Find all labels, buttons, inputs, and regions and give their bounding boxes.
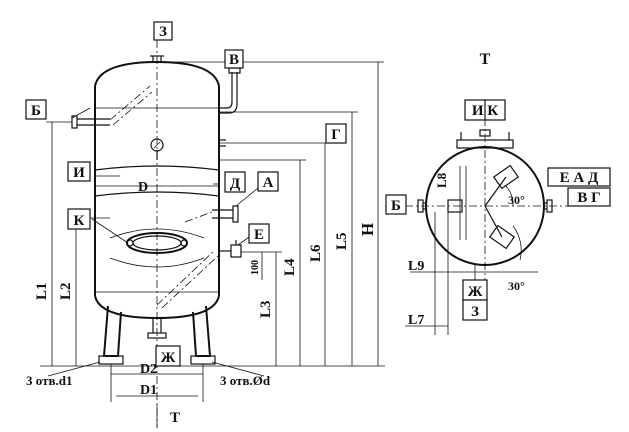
label-zh: Ж <box>161 350 176 366</box>
label-b2-box <box>385 194 407 215</box>
label-vg-box <box>567 187 611 207</box>
holes-right: 3 отв.Ød <box>220 373 271 388</box>
nozzle-a <box>184 205 239 223</box>
label-ead-box <box>547 167 611 187</box>
label-e: Е <box>254 227 264 243</box>
holes-left: 3 отв.d1 <box>26 373 72 388</box>
label-ik: И К <box>472 103 498 119</box>
dim-d1: D1 <box>140 383 157 398</box>
dimension-lines <box>46 29 384 428</box>
dim-l9: L9 <box>408 259 424 274</box>
section-t-title: Т <box>480 51 491 68</box>
label-b2: Б <box>391 198 401 214</box>
dim-l6: L6 <box>308 244 324 262</box>
pressure-gauge-icon <box>150 138 164 160</box>
label-k-box <box>67 208 91 230</box>
dim-l4: L4 <box>282 258 298 276</box>
label-d-box <box>224 171 246 193</box>
label-a-box <box>257 171 279 192</box>
label-v-box <box>224 49 244 69</box>
nozzle-z <box>150 55 164 62</box>
label-g-box <box>325 123 347 144</box>
label-b: Б <box>31 103 41 119</box>
nozzle-e <box>156 240 242 309</box>
nozzle-zh <box>147 318 167 339</box>
label-z: З <box>159 24 167 40</box>
angle-1: 30° <box>508 193 525 207</box>
dim-h: H <box>358 223 377 236</box>
label-e-box <box>248 223 270 244</box>
top-view <box>405 118 568 335</box>
label-vg: В Г <box>577 190 600 206</box>
label-i: И <box>73 165 85 181</box>
label-zh2: Ж <box>468 284 483 300</box>
label-k: К <box>74 213 85 229</box>
dim-l2: L2 <box>58 282 74 300</box>
dim-l5: L5 <box>334 232 350 250</box>
dim-d2: D2 <box>140 362 157 377</box>
label-a: А <box>263 175 274 191</box>
nozzle-v <box>219 67 241 114</box>
label-b-box <box>25 99 47 120</box>
label-zh-box <box>155 345 181 367</box>
dim-l8: L8 <box>434 172 449 188</box>
manhole <box>126 232 188 254</box>
label-z2-box <box>462 299 488 321</box>
angle-2: 30° <box>508 279 525 293</box>
dim-l3: L3 <box>258 300 274 318</box>
dim-d: D <box>138 180 148 195</box>
dim-100: 100 <box>250 260 261 275</box>
label-d-top: Д <box>230 176 241 192</box>
label-z-box <box>153 21 173 41</box>
label-z2: З <box>471 304 479 320</box>
section-t-front: Т <box>170 410 180 426</box>
label-v: В <box>229 52 239 68</box>
label-i-box <box>67 161 91 182</box>
label-g: Г <box>331 127 341 143</box>
label-ead: Е А Д <box>560 170 599 186</box>
dim-l7: L7 <box>408 313 424 328</box>
dim-l1: L1 <box>34 282 50 300</box>
nozzle-b <box>71 85 153 129</box>
